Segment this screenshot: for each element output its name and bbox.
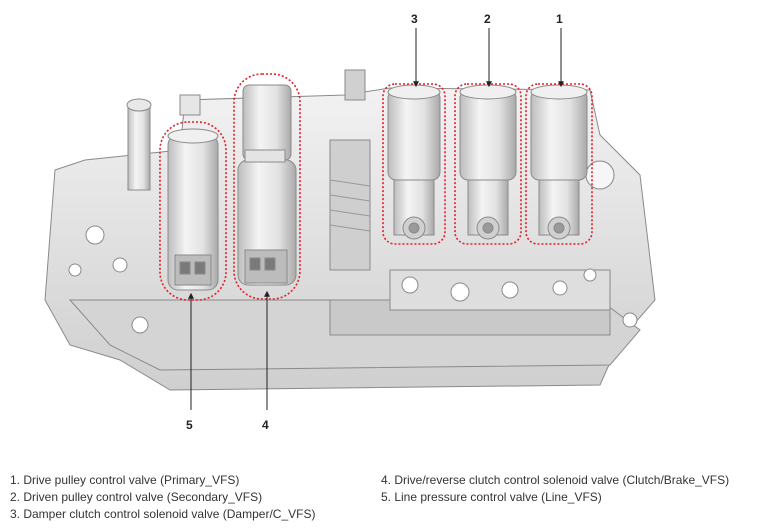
legend-item-2: 2. Driven pulley control valve (Secondar…	[10, 490, 263, 504]
legend-item-1: 1. Drive pulley control valve (Primary_V…	[10, 473, 240, 487]
solenoid-valve-secondary-vfs	[459, 84, 517, 240]
solenoid-valve-clutch-brake-vfs	[237, 84, 297, 286]
solenoid-valve-line-vfs	[167, 128, 219, 291]
legend-left-column: 1. Drive pulley control valve (Primary_V…	[10, 472, 315, 523]
valve-body-illustration	[44, 28, 656, 410]
callout-2: 2	[484, 12, 491, 26]
solenoid-valve-damper-c-vfs	[387, 84, 441, 240]
callout-1: 1	[556, 12, 563, 26]
leader-lines	[188, 28, 564, 410]
solenoid-valve-primary-vfs	[530, 84, 588, 240]
callout-3: 3	[411, 12, 418, 26]
highlight-valve-4	[233, 73, 301, 300]
callout-5: 5	[186, 418, 193, 432]
legend-item-4: 4. Drive/reverse clutch control solenoid…	[381, 473, 730, 487]
legend-right-column: 4. Drive/reverse clutch control solenoid…	[381, 472, 729, 506]
legend-item-5: 5. Line pressure control valve (Line_VFS…	[381, 490, 602, 504]
highlight-valve-3	[382, 83, 446, 245]
callout-4: 4	[262, 418, 269, 432]
highlight-outlines	[159, 73, 593, 301]
highlight-valve-5	[159, 121, 227, 301]
legend-item-3: 3. Damper clutch control solenoid valve …	[10, 507, 316, 521]
